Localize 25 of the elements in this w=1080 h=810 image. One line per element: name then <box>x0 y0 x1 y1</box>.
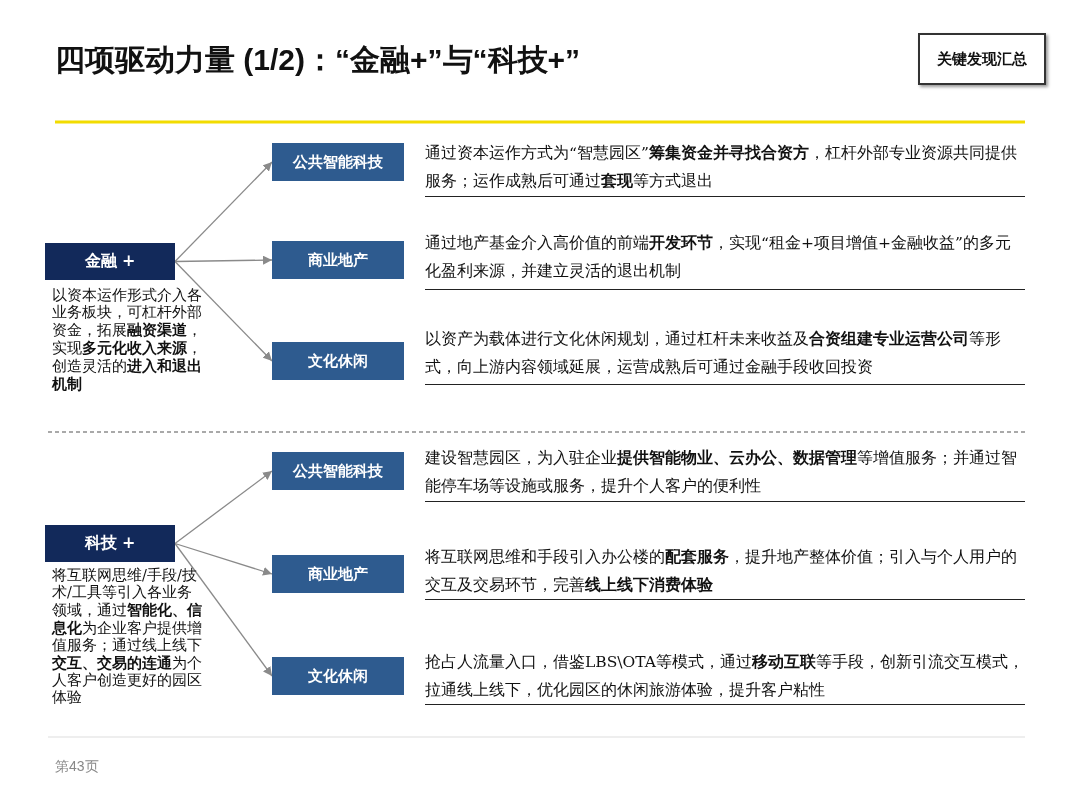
category-box: 金融 + <box>45 243 175 280</box>
description-text: 将互联网思维和手段引入办公楼的配套服务，提升地产整体价值；引入与个人用户的交互及交易环节，完善线上线下消费体验 <box>425 543 1025 600</box>
sector-box: 文化休闲 <box>272 342 404 380</box>
description-text: 通过资本运作方式为“智慧园区”筹集资金并寻找合资方，杠杆外部专业资源共同提供服务；运作成熟后可通过套现等方式退出 <box>425 139 1025 197</box>
description-text: 通过地产基金介入高价值的前端开发环节，实现“租金+项目增值+金融收益”的多元化盈利来源，并建立灵活的退出机制 <box>425 229 1025 290</box>
arrow <box>174 255 273 265</box>
arrow <box>174 542 273 677</box>
arrow <box>174 161 273 263</box>
description-text: 以资本运作形式介入各业务板块，可杠杆外部资金，拓展融资渠道，实现多元化收入来源，创造灵活的进入和退出机制 <box>52 287 202 393</box>
sector-box: 文化休闲 <box>272 657 404 695</box>
description-text: 建设智慧园区，为入驻企业提供智能物业、云办公、数据管理等增值服务；并通过智能停车场等设施或服务，提升个人客户的便利性 <box>425 444 1025 502</box>
sector-box: 商业地产 <box>272 555 404 593</box>
sector-box: 公共智能科技 <box>272 143 404 181</box>
arrow <box>174 260 273 362</box>
description-text: 抢占人流量入口，借鉴LBS\OTA等模式，通过移动互联等手段，创新引流交互模式，拉通线上线下，优化园区的休闲旅游体验，提升客户粘性 <box>425 648 1025 705</box>
category-box: 科技 + <box>45 525 175 562</box>
sector-box: 公共智能科技 <box>272 452 404 490</box>
arrow <box>174 470 273 545</box>
sector-box: 商业地产 <box>272 241 404 279</box>
description-text: 将互联网思维/手段/技术/工具等引入各业务领域，通过智能化、信息化为企业客户提供增值服务；通过线上线下交互、交易的连通为个人客户创造更好的园区体验 <box>52 567 202 706</box>
description-text: 以资产为载体进行文化休闲规划，通过杠杆未来收益及合资组建专业运营公司等形式，向上游内容领域延展，运营成熟后可通过金融手段收回投资 <box>425 325 1025 385</box>
arrow <box>174 542 273 576</box>
page-number: 第43页 <box>55 758 99 776</box>
summary-button: 关键发现汇总 <box>918 33 1046 85</box>
title: 四项驱动力量 (1/2)：“金融+”与“科技+” <box>55 42 581 78</box>
